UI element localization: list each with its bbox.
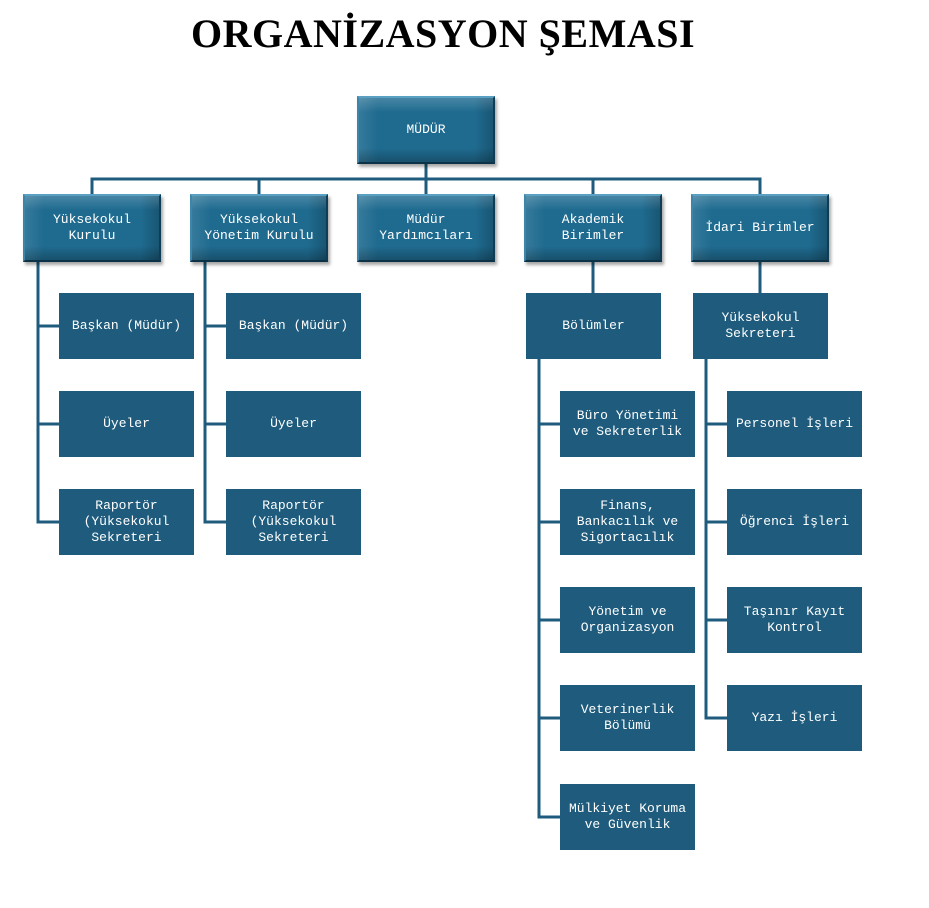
node-bolumler: Bölümler [526, 293, 661, 359]
node-personel-isleri: Personel İşleri [727, 391, 862, 457]
node-yk-baskan: Başkan (Müdür) [59, 293, 194, 359]
node-veterinerlik: Veterinerlik Bölümü [560, 685, 695, 751]
node-mudur: MÜDÜR [357, 96, 495, 164]
node-yuksekokul-yonetim-kurulu: Yüksekokul Yönetim Kurulu [190, 194, 328, 262]
node-yuksekokul-kurulu: Yüksekokul Kurulu [23, 194, 161, 262]
chart-title: ORGANİZASYON ŞEMASI [190, 11, 696, 56]
node-yuksekokul-sekreteri: Yüksekokul Sekreteri [693, 293, 828, 359]
node-akademik-birimler: Akademik Birimler [524, 194, 662, 262]
node-yyk-baskan: Başkan (Müdür) [226, 293, 361, 359]
node-finans: Finans, Bankacılık ve Sigortacılık [560, 489, 695, 555]
node-idari-birimler: İdari Birimler [691, 194, 829, 262]
node-yk-raportor: Raportör (Yüksekokul Sekreteri [59, 489, 194, 555]
node-yonetim-organizasyon: Yönetim ve Organizasyon [560, 587, 695, 653]
node-tasinir-kayit: Taşınır Kayıt Kontrol [727, 587, 862, 653]
node-mulkiyet-koruma: Mülkiyet Koruma ve Güvenlik [560, 784, 695, 850]
node-yyk-raportor: Raportör (Yüksekokul Sekreteri [226, 489, 361, 555]
node-yyk-uyeler: Üyeler [226, 391, 361, 457]
node-ogrenci-isleri: Öğrenci İşleri [727, 489, 862, 555]
node-yk-uyeler: Üyeler [59, 391, 194, 457]
node-yazi-isleri: Yazı İşleri [727, 685, 862, 751]
node-mudur-yardimcilari: Müdür Yardımcıları [357, 194, 495, 262]
node-buro-yonetimi: Büro Yönetimi ve Sekreterlik [560, 391, 695, 457]
